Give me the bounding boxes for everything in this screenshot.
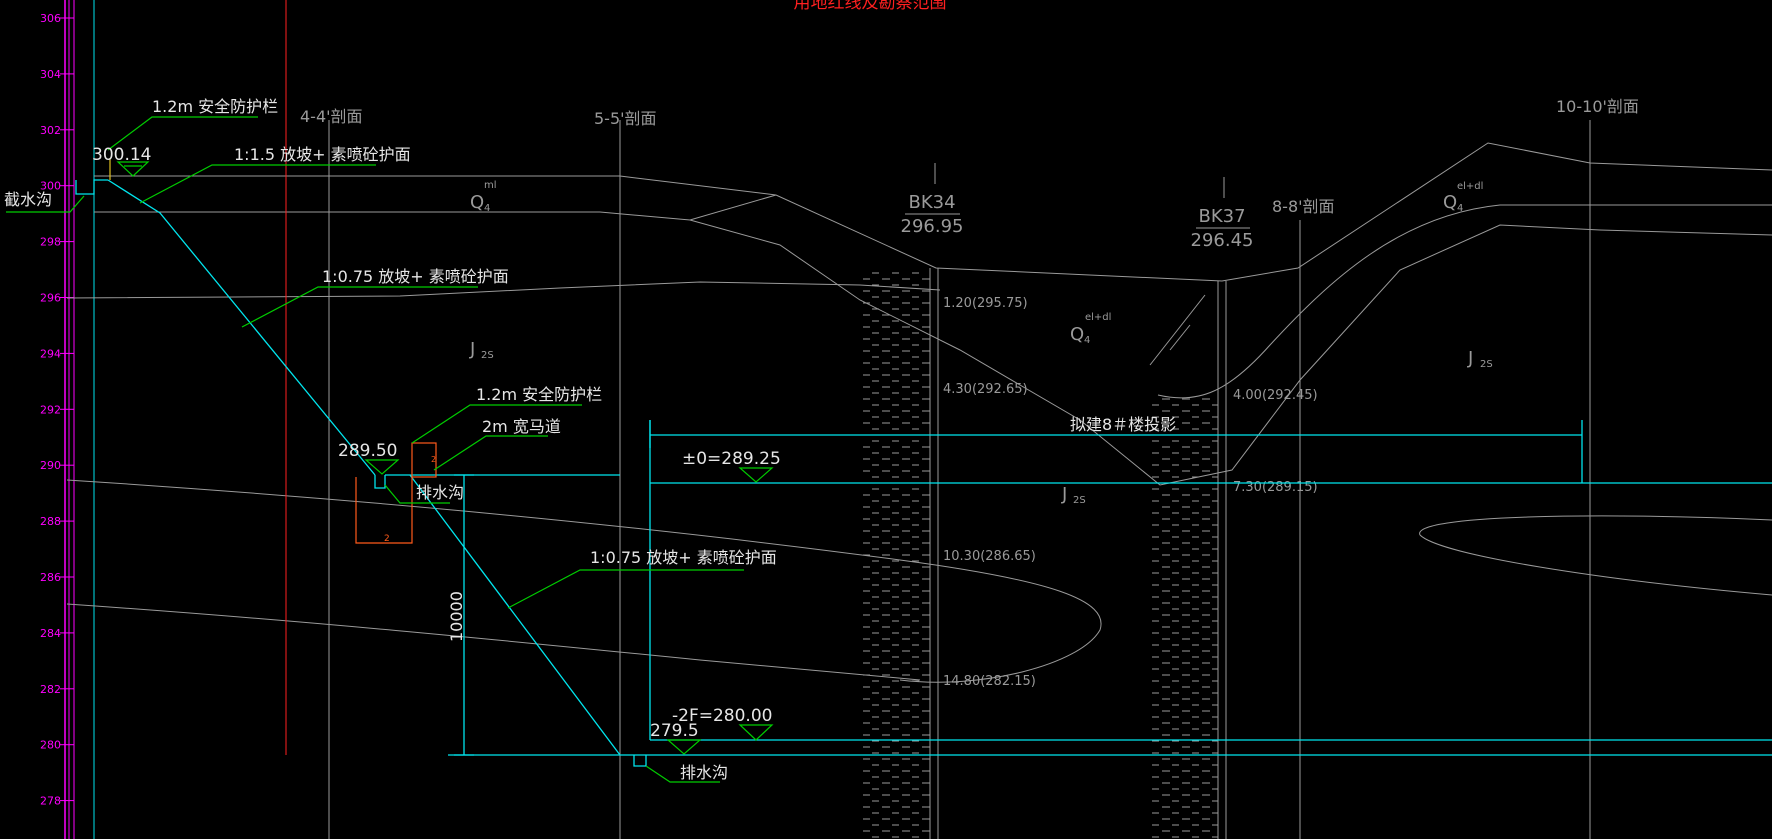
section-label-5: 5-5'剖面 xyxy=(594,109,657,128)
leader-slope-low xyxy=(507,569,744,609)
guardrail-post xyxy=(411,442,437,478)
depth-mark: 14.80(282.15) xyxy=(943,674,1036,689)
layer-label-q4: Q xyxy=(470,192,484,213)
lower-slope xyxy=(409,474,621,756)
axis-tick-label: 280 xyxy=(40,739,61,752)
svg-text:2S: 2S xyxy=(1480,359,1493,370)
borehole-id: BK37 xyxy=(1198,206,1245,227)
depth-mark: 7.30(289.15) xyxy=(1233,480,1318,495)
elev-marker-bottom xyxy=(666,739,702,755)
elev-marker-top xyxy=(116,161,150,177)
leader-slope-mid xyxy=(241,286,478,328)
borehole-bk34: BK34 296.95 xyxy=(863,163,963,839)
depth-mark: 4.00(292.45) xyxy=(1233,388,1318,403)
leader-guardrail-mid xyxy=(411,404,582,444)
label-guardrail-top: 1.2m 安全防护栏 xyxy=(152,97,278,116)
label-slope-mid: 1:0.75 放坡+ 素喷砼护面 xyxy=(322,267,509,286)
svg-text:2S: 2S xyxy=(481,350,494,361)
label-minus2f: -2F=280.00 xyxy=(672,706,772,726)
svg-text:2S: 2S xyxy=(1073,495,1086,506)
section-label-4: 4-4'剖面 xyxy=(300,107,363,126)
interlayer-3 xyxy=(66,603,921,681)
ground-surface xyxy=(94,142,1772,282)
elev-marker-2f xyxy=(738,724,774,741)
label-slope-top: 1:1.5 放坡+ 素喷砼护面 xyxy=(234,145,411,164)
elev-marker-berm xyxy=(364,459,400,475)
box-dim-side: 2 xyxy=(431,455,436,464)
axis-tick-label: 304 xyxy=(40,68,61,81)
axis-tick-label: 282 xyxy=(40,683,61,696)
berm-box xyxy=(355,477,413,544)
interlayer-2 xyxy=(66,479,1102,683)
svg-text:el+dl: el+dl xyxy=(1457,181,1483,192)
label-pm0: ±0=289.25 xyxy=(682,449,781,469)
layer-label-q4-eldl: Q xyxy=(1070,324,1084,345)
elev-marker-pm0 xyxy=(738,467,774,483)
leader-drain-bottom xyxy=(645,765,720,783)
section-label-8: 8-8'剖面 xyxy=(1272,197,1335,216)
depth-mark: 4.30(292.65) xyxy=(943,382,1028,397)
borehole-id: BK34 xyxy=(908,192,955,213)
leader-drain-mid xyxy=(384,484,450,504)
borehole-bk37: BK37 296.45 xyxy=(1149,177,1254,839)
leader-intercept xyxy=(6,195,85,213)
leader-berm xyxy=(433,435,548,471)
axis-tick-label: 292 xyxy=(40,403,61,416)
top-ditch xyxy=(75,179,108,195)
axis-tick-label: 294 xyxy=(40,347,61,360)
excavation-profile xyxy=(75,179,1772,767)
svg-text:4: 4 xyxy=(1457,203,1463,214)
axis-tick-label: 278 xyxy=(40,795,61,808)
bottom-ditch xyxy=(633,755,647,767)
axis-tick-label: 286 xyxy=(40,571,61,584)
label-elev-bottom: 279.5 xyxy=(650,721,699,741)
leader-guardrail-top xyxy=(107,116,258,151)
label-intercept-ditch: 截水沟 xyxy=(4,190,52,209)
label-height-dim: 10000 xyxy=(447,591,466,642)
label-elev-berm: 289.50 xyxy=(338,441,397,461)
label-slope-low: 1:0.75 放坡+ 素喷砼护面 xyxy=(590,548,777,567)
layer-label-q4-right: Q xyxy=(1443,192,1457,213)
label-building: 拟建8＃楼投影 xyxy=(1070,415,1176,434)
label-guardrail-mid: 1.2m 安全防护栏 xyxy=(476,385,602,404)
layer-label-j2s-mid: J xyxy=(1061,484,1067,505)
section-lines xyxy=(328,120,1591,839)
layer-label-j2s: J xyxy=(469,339,475,360)
axis-tick-label: 290 xyxy=(40,459,61,472)
label-elev-top: 300.14 xyxy=(92,145,151,165)
svg-text:4: 4 xyxy=(1084,335,1090,346)
leader-slope-top xyxy=(139,164,376,204)
depth-mark: 10.30(286.65) xyxy=(943,549,1036,564)
borehole-elevation: 296.45 xyxy=(1191,230,1254,251)
borehole-elevation: 296.95 xyxy=(901,216,964,237)
axis-tick-label: 296 xyxy=(40,292,61,305)
elevation-axis: 306 304 302 300 298 296 294 292 290 288 286 284 282 2… xyxy=(40,0,95,839)
lens xyxy=(1419,515,1772,596)
axis-tick-label: 302 xyxy=(40,124,61,137)
label-drain-mid: 排水沟 xyxy=(416,483,464,502)
drawing-title: 用地红线及勘察范围 xyxy=(794,0,947,13)
section-label-10: 10-10'剖面 xyxy=(1556,97,1639,116)
berm-ditch xyxy=(374,475,386,489)
svg-text:el+dl: el+dl xyxy=(1085,312,1111,323)
depth-mark: 1.20(295.75) xyxy=(943,296,1028,311)
axis-tick-label: 284 xyxy=(40,627,61,640)
box-dim: 2 xyxy=(384,534,390,544)
axis-tick-label: 298 xyxy=(40,236,61,249)
label-berm: 2m 宽马道 xyxy=(482,417,561,436)
svg-text:4: 4 xyxy=(484,203,490,214)
upper-slope xyxy=(107,179,376,476)
q4-ml-boundary xyxy=(94,194,777,221)
axis-tick-label: 288 xyxy=(40,515,61,528)
axis-tick-label: 300 xyxy=(40,180,61,193)
layer-label-j2s-right: J xyxy=(1467,348,1473,369)
axis-tick-label: 306 xyxy=(40,12,61,25)
label-drain-bottom: 排水沟 xyxy=(680,763,728,782)
svg-text:ml: ml xyxy=(484,180,497,191)
eldl-lower xyxy=(1157,204,1772,399)
